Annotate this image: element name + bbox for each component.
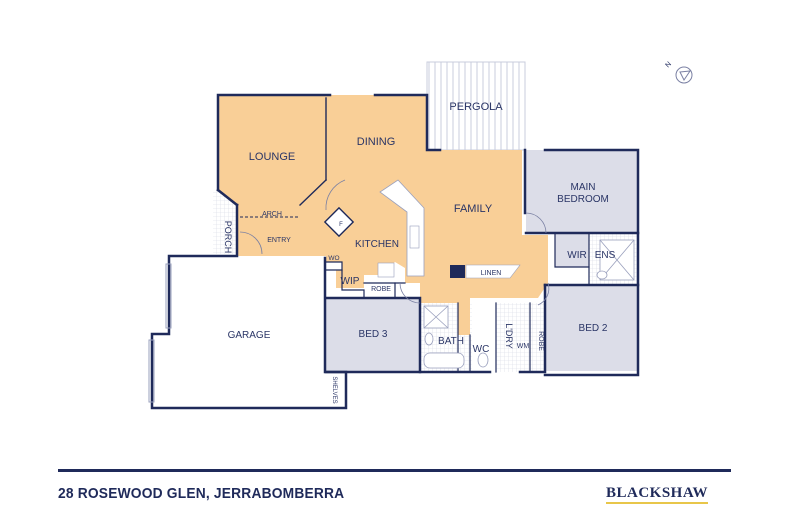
label-robe-bed3: ROBE (371, 286, 391, 293)
door-swings (239, 179, 550, 306)
label-shelves: SHELVES (331, 376, 337, 403)
room-labels: PERGOLA LOUNGE DINING FAMILY MAIN BEDROO… (223, 101, 616, 404)
label-ldry: L'DRY (504, 323, 514, 349)
garage-openings (148, 263, 172, 403)
walls (150, 93, 640, 410)
north-arrow-icon: N (664, 61, 693, 84)
label-wir: WIR (567, 250, 586, 261)
label-fridge: F (339, 222, 343, 228)
label-bed3: BED 3 (359, 329, 388, 340)
kitchen-bench (323, 179, 425, 278)
label-main-bedroom-1: MAIN (571, 182, 596, 193)
compass-label: N (664, 61, 673, 70)
label-wip: WIP (341, 276, 360, 287)
living-zones (218, 95, 548, 335)
label-arch: ARCH (262, 211, 282, 218)
label-lounge: LOUNGE (249, 151, 295, 163)
label-wc: WC (473, 344, 490, 355)
brand-logo: BLACKSHAW (606, 485, 709, 504)
pergola-area (426, 61, 526, 151)
label-bed2: BED 2 (579, 323, 608, 334)
label-pergola: PERGOLA (449, 101, 503, 113)
label-linen: LINEN (481, 270, 502, 277)
label-entry: ENTRY (267, 237, 291, 244)
label-porch: PORCH (223, 221, 233, 254)
label-robe-bed2: ROBE (537, 331, 544, 351)
bedroom-zones (326, 150, 638, 372)
footer-divider (58, 469, 731, 472)
property-address: 28 ROSEWOOD GLEN, JERRABOMBERRA (58, 485, 345, 502)
label-ens: ENS (595, 250, 616, 261)
bath-fixtures (423, 239, 635, 369)
label-kitchen: KITCHEN (355, 239, 399, 250)
label-main-bedroom-2: BEDROOM (557, 194, 609, 205)
label-garage: GARAGE (228, 330, 271, 341)
label-wo: WO (328, 255, 339, 262)
linen-cupboard (450, 264, 521, 279)
label-wm: WM (517, 343, 530, 350)
label-family: FAMILY (454, 203, 493, 215)
garage-area (152, 258, 346, 408)
label-dining: DINING (357, 136, 396, 148)
label-bath: BATH (438, 336, 464, 347)
